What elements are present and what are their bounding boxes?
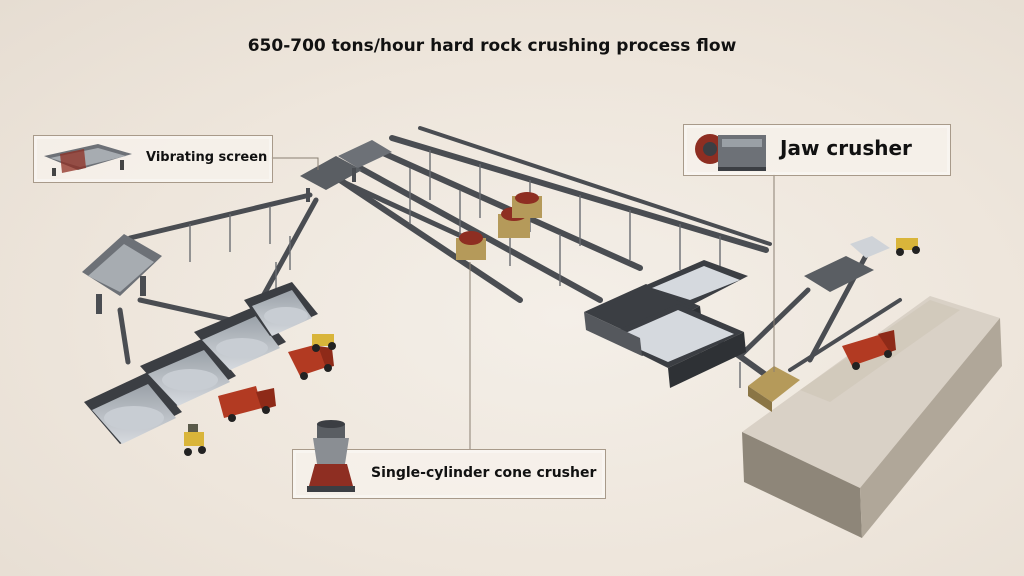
stockpile-bins xyxy=(584,260,748,388)
dump-truck xyxy=(288,344,334,380)
jaw-crusher-icon xyxy=(695,134,766,171)
storage-bin xyxy=(140,338,236,406)
dump-truck xyxy=(842,330,896,370)
storage-bins xyxy=(84,282,318,444)
storage-bin xyxy=(244,282,318,336)
cone-crusher-unit xyxy=(456,192,542,260)
diagram-title: 650-700 tons/hour hard rock crushing pro… xyxy=(247,36,737,56)
wheel-loader xyxy=(184,424,206,456)
wheel-loader xyxy=(896,238,920,256)
jaw-crusher-unit xyxy=(748,366,800,412)
callout-vibrating-screen: Vibrating screen xyxy=(33,135,273,183)
concrete-platform xyxy=(742,296,1002,538)
jaw-crusher-label: Jaw crusher xyxy=(780,136,912,160)
vibrating-screen-icon xyxy=(44,144,132,176)
vibrating-screen-unit xyxy=(82,234,162,314)
callout-jaw-crusher: Jaw crusher xyxy=(683,124,951,176)
top-screen-unit xyxy=(300,140,392,202)
conveyor-supports xyxy=(189,150,741,388)
conveyor-belts xyxy=(117,126,902,381)
cone-crusher-label: Single-cylinder cone crusher xyxy=(371,465,597,481)
storage-bin xyxy=(84,372,182,444)
cone-crusher-icon xyxy=(307,420,355,492)
vibrating-screen-label: Vibrating screen xyxy=(146,150,268,165)
processing-machines xyxy=(82,140,890,412)
wheel-loader xyxy=(312,334,336,352)
leader-lines xyxy=(271,157,775,449)
dump-truck xyxy=(218,386,276,422)
vehicles xyxy=(184,238,920,456)
callout-cone-crusher: Single-cylinder cone crusher xyxy=(292,420,606,499)
feeder-screen-unit xyxy=(804,236,890,292)
